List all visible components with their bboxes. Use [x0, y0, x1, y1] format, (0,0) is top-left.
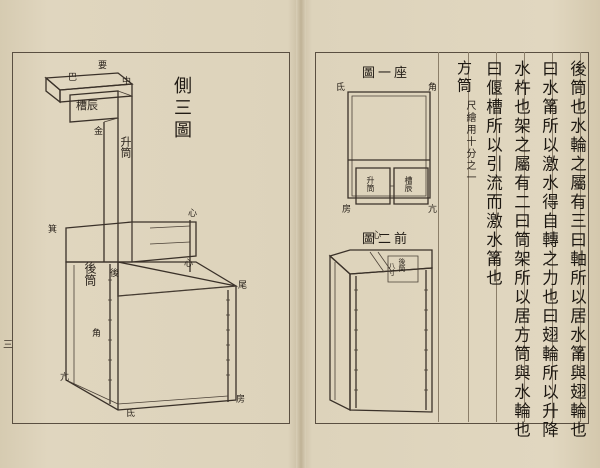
left-diagram-title: 側三圖	[171, 76, 192, 142]
page-margin-number: 三	[3, 340, 13, 351]
label-di: 氐	[126, 409, 136, 419]
left-page-frame	[12, 52, 290, 424]
label-qi: 箕	[48, 225, 58, 235]
label-sheng: 升筒	[119, 136, 132, 158]
text-column-2: 曰水筩所以激水得自轉之力也曰翅輪所以升降	[539, 60, 559, 440]
text-column-4: 曰偃槽所以引流而激水筩也	[483, 60, 503, 288]
right-label-kang: 亢	[428, 205, 438, 215]
note-title: 方筒	[455, 60, 473, 95]
right-page-frame	[315, 52, 589, 424]
label-ba: 巴	[68, 73, 78, 83]
bottom-diagram-title: 圖二前	[362, 232, 411, 247]
label-jin: 金	[94, 127, 104, 137]
label-xin: 心	[188, 209, 198, 219]
label-yao: 要	[98, 61, 108, 71]
note-text: 尺繪用十分之一	[464, 100, 475, 184]
bottom-top-label: 心	[372, 231, 382, 241]
label-zhen: 槽辰	[76, 99, 98, 112]
box-left-label: 升筒	[366, 176, 375, 192]
label-zhong: 中	[122, 77, 132, 87]
bottom-small-label: 八寸	[388, 262, 396, 276]
right-label-fang: 房	[342, 205, 352, 215]
label-hou-small: 後	[110, 269, 120, 279]
text-column-1: 後筒也水輪之屬有三曰軸所以居水筩與翅輪也	[567, 60, 587, 440]
right-label-di: 氐	[336, 83, 346, 93]
right-label-jiao: 角	[428, 83, 438, 93]
text-column-rules	[438, 52, 587, 422]
box-right-label: 槽辰	[404, 176, 413, 192]
label-tong-right: 心	[184, 259, 194, 269]
label-jiao: 角	[92, 329, 102, 339]
top-diagram-title: 圖一座	[362, 66, 411, 81]
label-wei: 尾	[238, 281, 248, 291]
bottom-box-label: 後筒	[398, 258, 406, 272]
book-spine	[296, 0, 306, 468]
label-hou: 後筒	[83, 262, 97, 286]
label-kang: 亢	[60, 373, 70, 383]
text-column-3: 水杵也架之屬有二曰筒架所以居方筒與水輪也	[511, 60, 531, 440]
label-fang: 房	[236, 395, 246, 405]
